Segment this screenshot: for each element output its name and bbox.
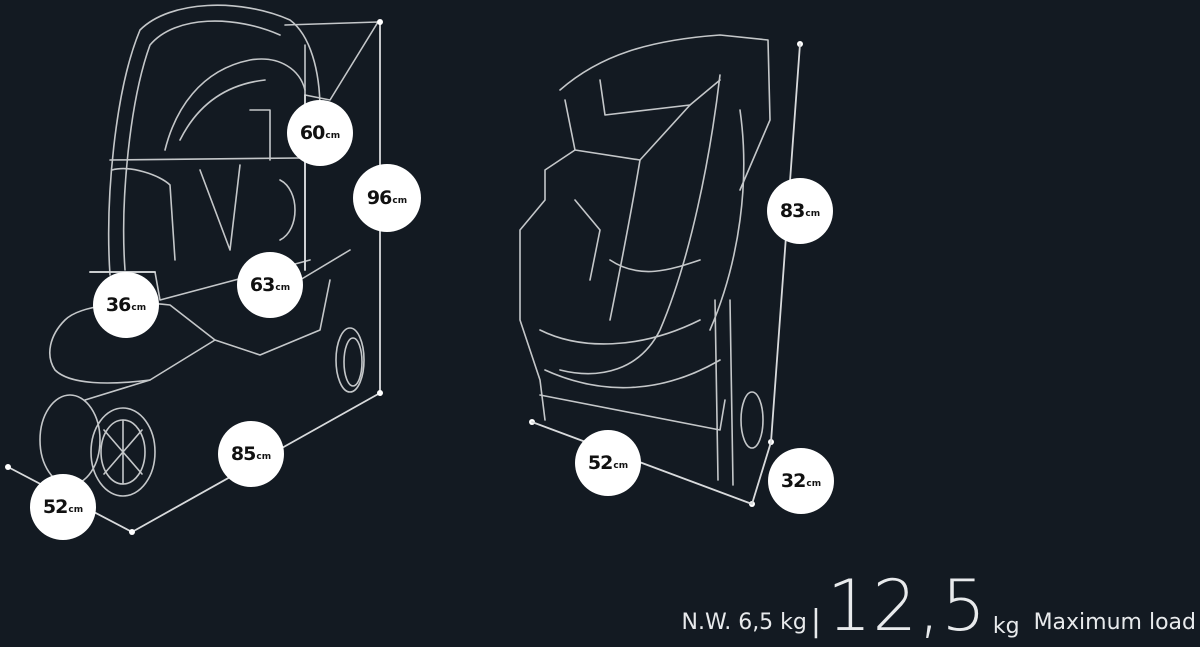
badge-value: 85: [230, 443, 256, 465]
badge-unit: cm: [392, 195, 408, 206]
net-weight: N.W. 6,5 kg: [681, 610, 807, 635]
badge-value: 83: [779, 200, 805, 222]
folded-stroller-drawing: [519, 34, 771, 486]
badge-unit: cm: [613, 460, 629, 471]
badge-unit: cm: [68, 504, 84, 515]
badge-value: 60: [299, 122, 325, 144]
badge-unit: cm: [256, 451, 272, 462]
max-load-label: Maximum load: [1033, 610, 1196, 635]
badge-unit: cm: [275, 282, 291, 293]
max-load-value: 12,5: [827, 565, 987, 647]
badge-unit: cm: [806, 478, 822, 489]
badge-value: 52: [587, 452, 613, 474]
max-load-unit: kg: [992, 614, 1020, 639]
badge-unit: cm: [325, 130, 341, 141]
folded-stroller-dimension-lines: [531, 43, 801, 505]
badge-unit: cm: [805, 208, 821, 219]
badge-unit: cm: [131, 302, 147, 313]
weight-info: N.W. 6,5 kg | 12,5 kg Maximum load: [682, 571, 1196, 641]
badge-value: 36: [105, 294, 131, 316]
badge-value: 52: [42, 496, 68, 518]
badge-value: 63: [249, 274, 275, 296]
badge-value: 96: [366, 187, 392, 209]
badge-value: 32: [780, 470, 806, 492]
separator: |: [810, 604, 821, 639]
